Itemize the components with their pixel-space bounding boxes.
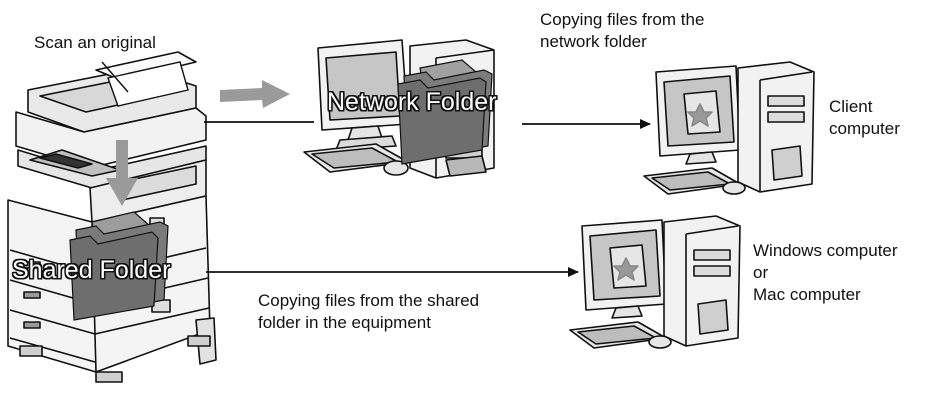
scan-pointer-line xyxy=(101,61,129,93)
scan-original-label: Scan an original xyxy=(34,33,156,52)
client-computer-illustration xyxy=(643,61,815,195)
copy-network-line-1: Copying files from the xyxy=(540,10,705,29)
client-computer-label: Client computer xyxy=(829,96,900,140)
copy-shared-label: Copying files from the shared folder in … xyxy=(258,290,479,334)
shared-folder-icon xyxy=(69,211,169,321)
down-gray-arrow xyxy=(106,140,138,206)
client-line-2: computer xyxy=(829,119,900,138)
network-folder-icon xyxy=(397,59,493,165)
windows-mac-label: Windows computer or Mac computer xyxy=(753,240,898,306)
network-folder-label: Network Folder xyxy=(327,88,497,116)
windows-line-3: Mac computer xyxy=(753,285,861,304)
copy-network-line-2: network folder xyxy=(540,32,647,51)
windows-mac-computer-illustration xyxy=(569,215,741,349)
paper-original-icon xyxy=(107,61,189,107)
copy-shared-line-2: folder in the equipment xyxy=(258,313,431,332)
copy-network-label: Copying files from the network folder xyxy=(540,9,704,53)
shared-folder-label: Shared Folder xyxy=(12,256,171,284)
windows-line-2: or xyxy=(753,263,769,282)
right-gray-arrow xyxy=(220,80,290,108)
windows-line-1: Windows computer xyxy=(753,241,898,260)
client-line-1: Client xyxy=(829,97,873,116)
copy-shared-line-1: Copying files from the shared xyxy=(258,291,480,310)
